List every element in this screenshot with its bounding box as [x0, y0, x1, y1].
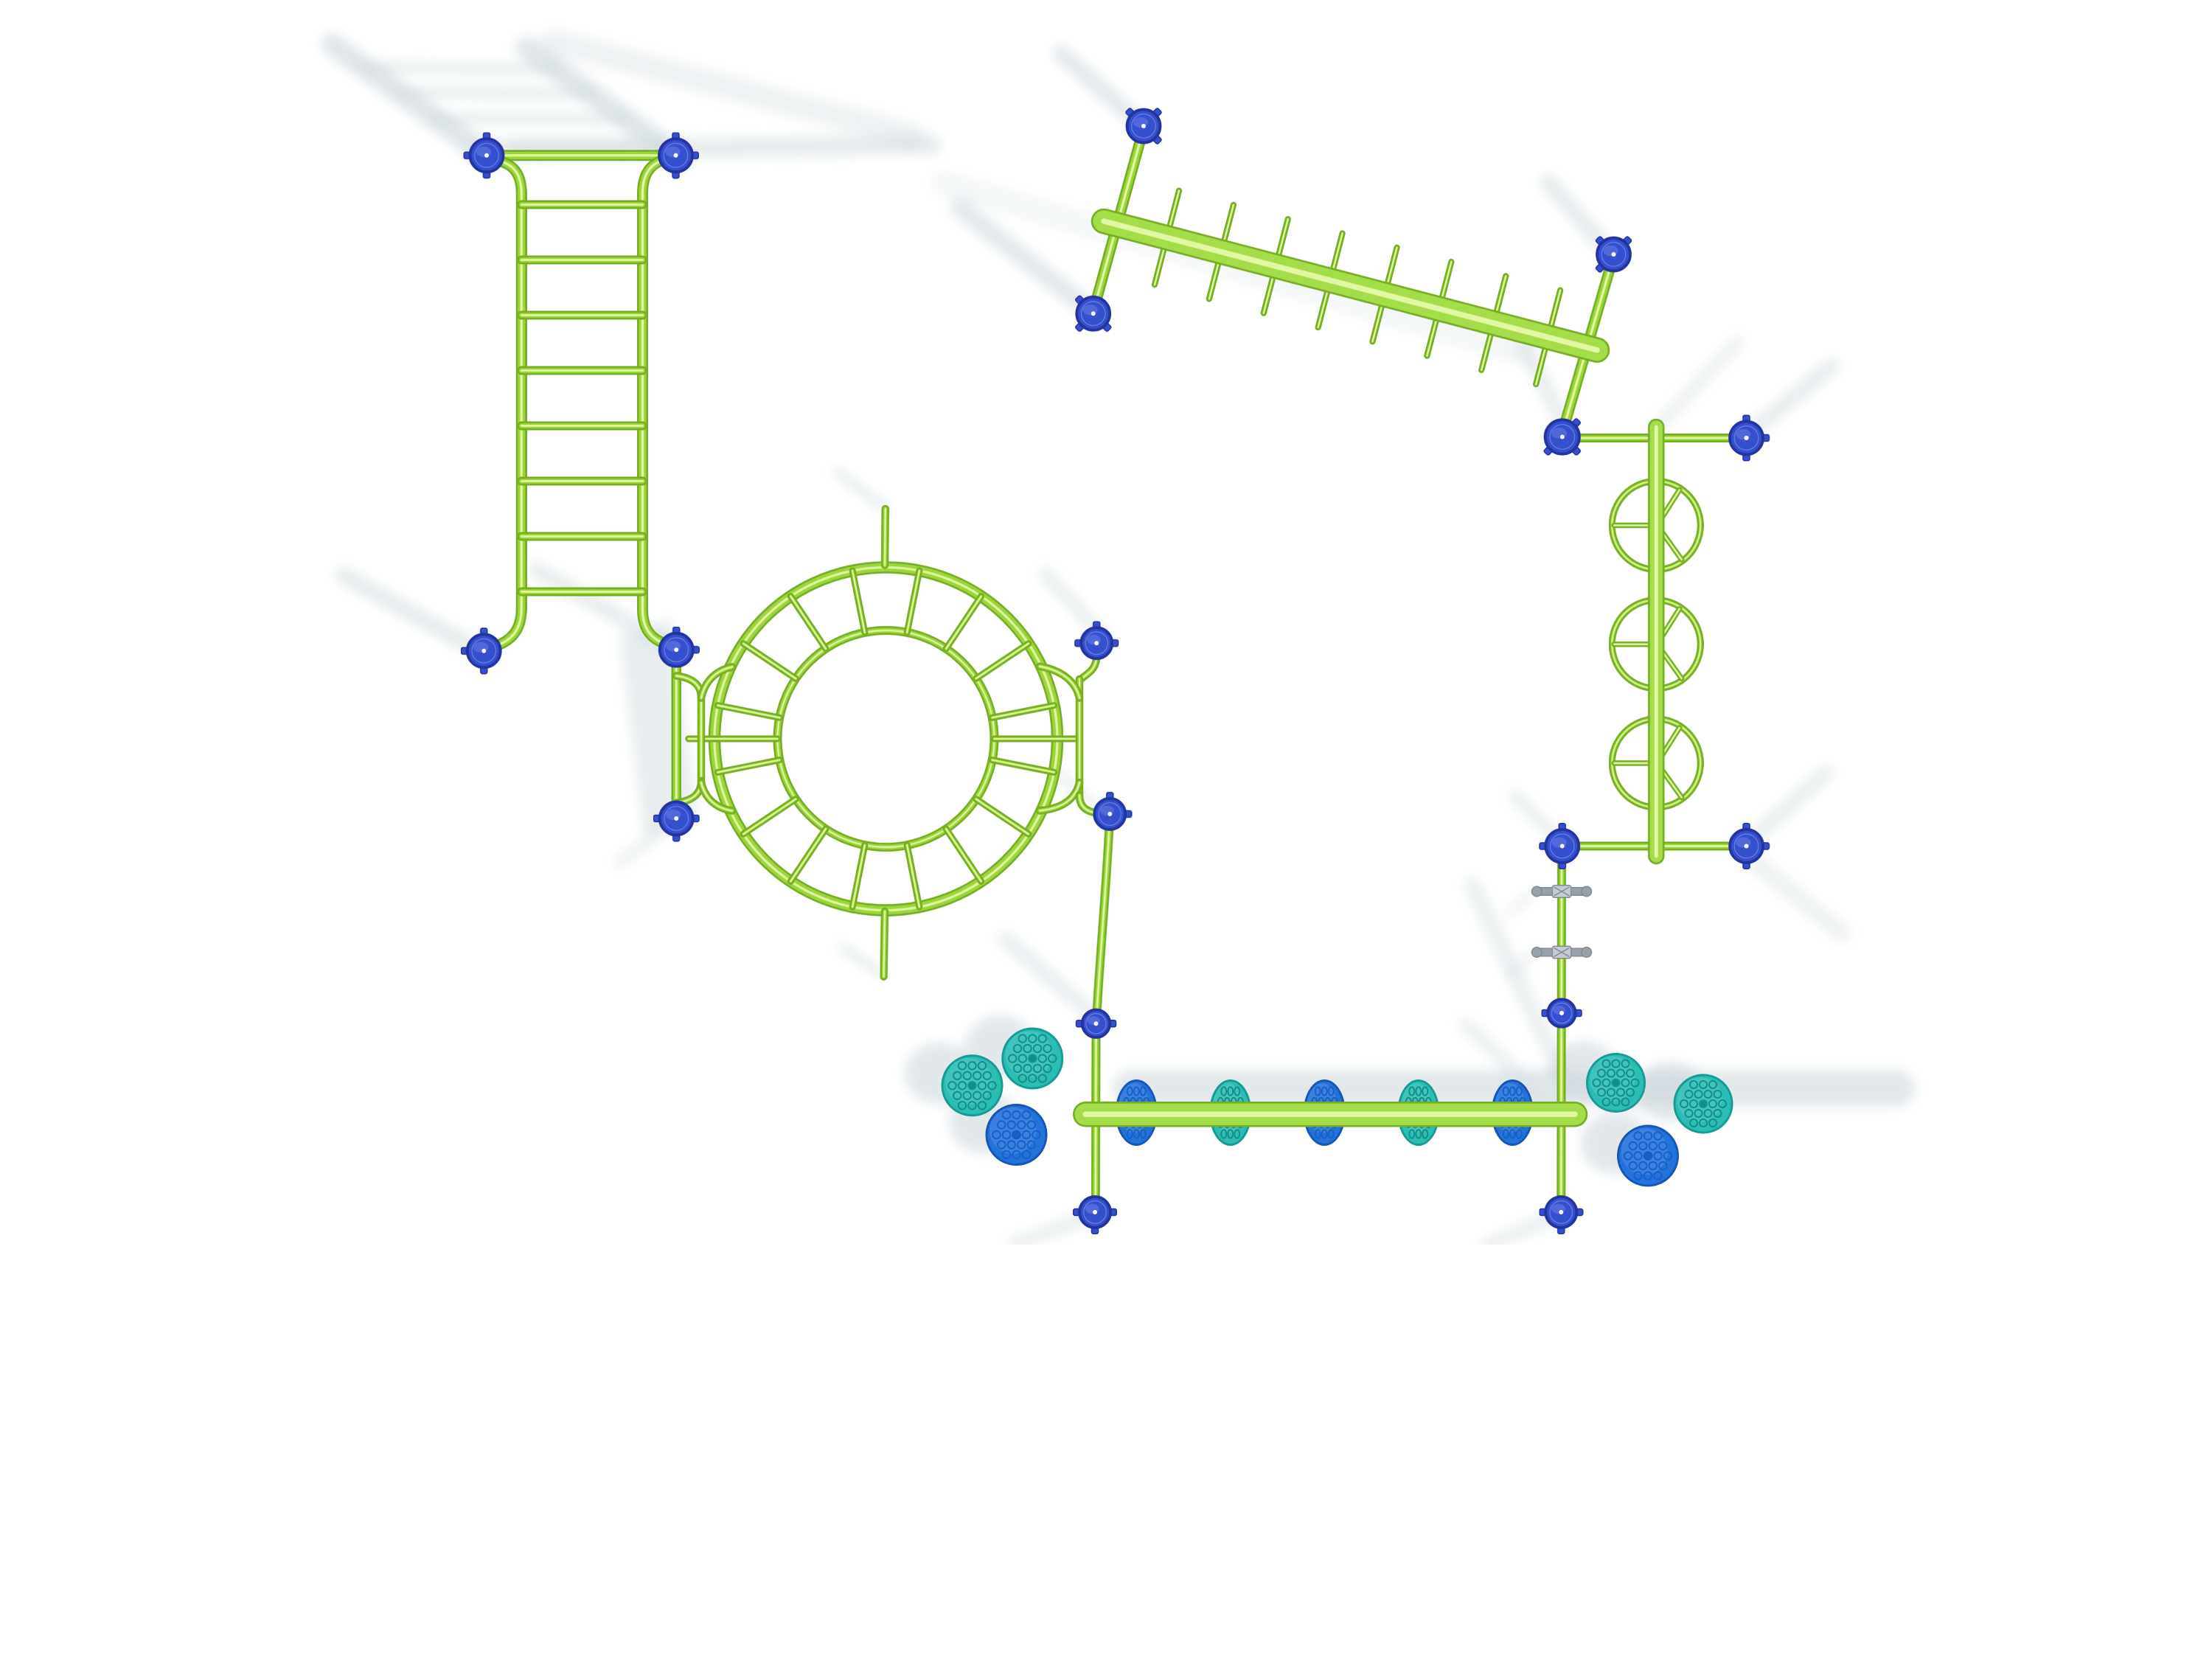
- tube-ring: [773, 626, 999, 852]
- tube: [714, 702, 783, 721]
- overhead-snake-bar: [1089, 128, 1617, 435]
- wheel-post: [1573, 418, 1747, 865]
- stepping-pod-teal: [1673, 1074, 1733, 1134]
- ladder: [485, 150, 677, 653]
- stepping-pod-blue: [985, 1104, 1048, 1166]
- pod-traverse: [941, 854, 1733, 1214]
- post-cap: [658, 132, 699, 179]
- tube: [989, 757, 1058, 776]
- rail-clamps: [1531, 885, 1593, 959]
- tube: [880, 907, 889, 981]
- post-cap: [1541, 998, 1582, 1029]
- post-cap: [1728, 414, 1770, 462]
- post-cap: [653, 800, 700, 842]
- tube: [942, 593, 985, 653]
- tube: [1091, 208, 1610, 363]
- post-cap: [1075, 295, 1112, 332]
- post-cap: [1543, 418, 1582, 456]
- post-cap: [1728, 823, 1770, 869]
- post-cap: [1539, 823, 1581, 869]
- tube: [903, 567, 923, 636]
- stepping-pod-blue: [1617, 1124, 1679, 1187]
- tube: [787, 825, 830, 885]
- post-cap: [1595, 236, 1632, 273]
- tube: [697, 779, 737, 815]
- tube: [942, 825, 985, 885]
- stepping-pod-teal: [941, 1054, 1004, 1117]
- post-cap: [463, 132, 505, 179]
- render-canvas: [321, 29, 1916, 1245]
- post-cap: [1539, 1195, 1584, 1234]
- stepping-pod-teal: [1586, 1053, 1646, 1113]
- tube: [1092, 821, 1114, 1021]
- post-cap: [1073, 1195, 1117, 1234]
- rail-clamp: [1531, 885, 1593, 898]
- tube: [637, 153, 677, 651]
- tube: [740, 796, 799, 838]
- playground-top-view-render: [321, 29, 1916, 1245]
- tube: [903, 841, 923, 911]
- post-cap: [1074, 621, 1119, 661]
- tube: [1035, 779, 1084, 815]
- post-cap: [1093, 792, 1133, 831]
- tube: [787, 593, 830, 653]
- post-cap: [658, 626, 700, 668]
- tube: [849, 567, 869, 636]
- post-cap: [1125, 108, 1162, 145]
- tube: [973, 640, 1032, 682]
- tube: [485, 153, 527, 653]
- post-cap: [460, 627, 502, 675]
- post-cap: [1075, 1008, 1117, 1039]
- rail-clamp: [1531, 945, 1593, 959]
- tube: [849, 841, 869, 911]
- ring-spokes: [714, 567, 1058, 911]
- stepping-pod-teal: [1001, 1027, 1064, 1090]
- tube: [880, 504, 889, 569]
- ring-climber: [671, 504, 1114, 1021]
- tube: [740, 640, 799, 682]
- tube: [697, 663, 737, 702]
- ladder-rungs: [517, 200, 647, 597]
- tube: [989, 702, 1058, 721]
- tube: [1557, 854, 1566, 1214]
- tube: [714, 757, 783, 776]
- tube: [1035, 662, 1084, 702]
- tube: [973, 796, 1032, 838]
- post-caps: [460, 108, 1770, 1234]
